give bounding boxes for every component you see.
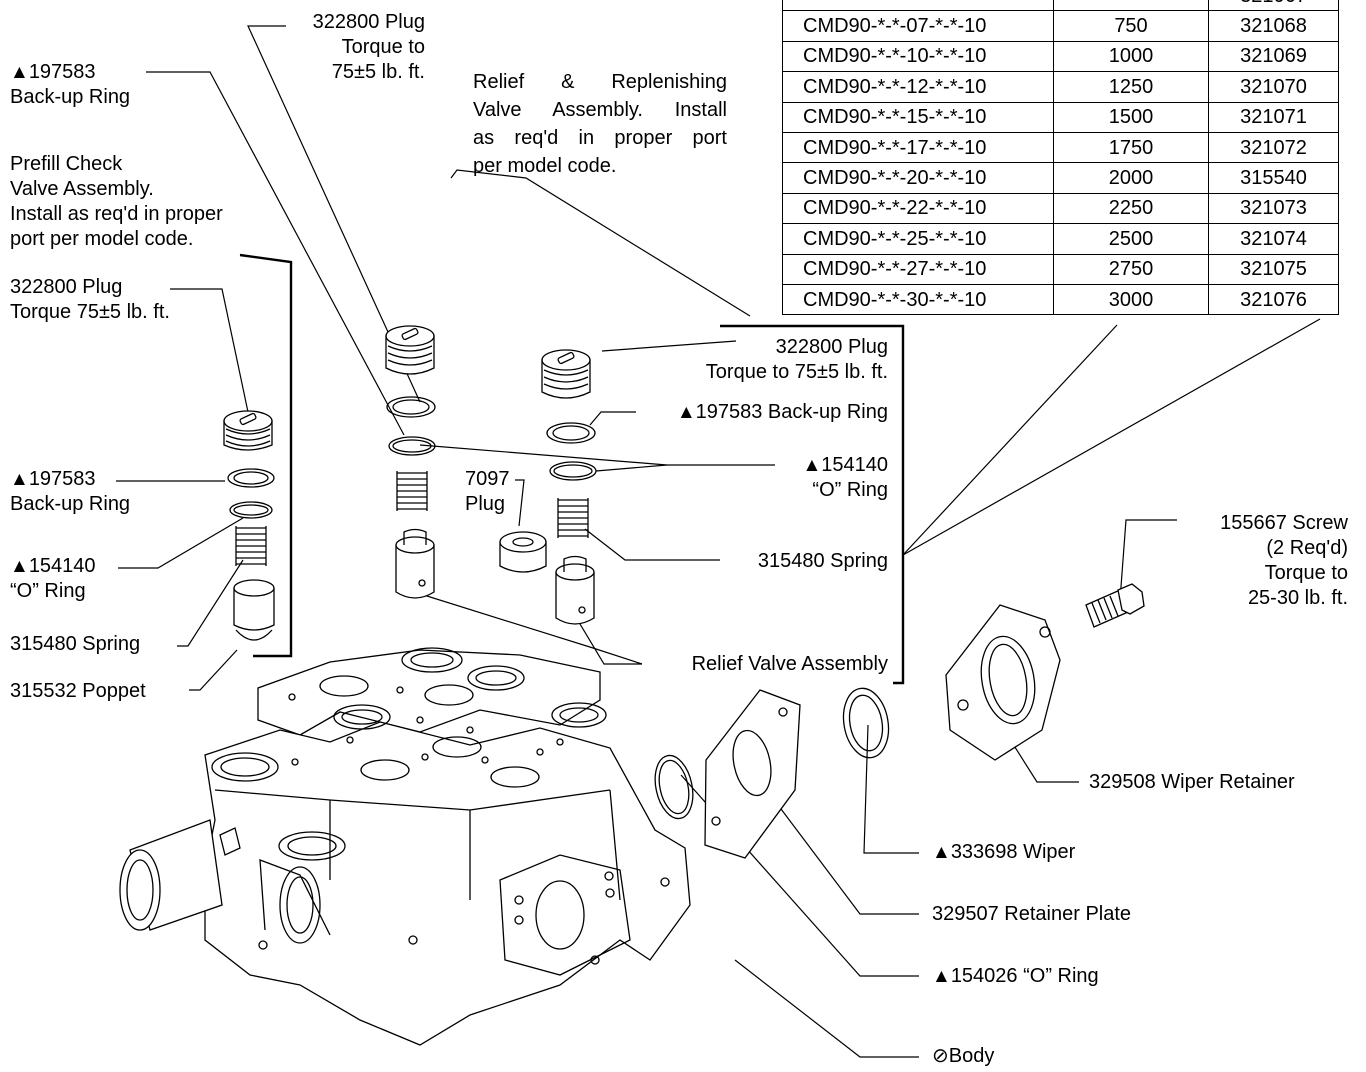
label-wiper-retainer: 329508 Wiper Retainer: [1089, 771, 1295, 793]
label-left-poppet: 315532 Poppet: [10, 680, 146, 702]
table-cell-part: 321074: [1208, 223, 1339, 255]
left-plug: [223, 410, 273, 451]
table-cell-model: CMD90-*-*-10-*-*-10: [782, 40, 1054, 73]
center-plug: [385, 325, 435, 375]
table-cell-pressure: 1250: [1053, 71, 1209, 103]
right-backup-ring: [546, 422, 596, 444]
label-right-spring: 315480 Spring: [757, 550, 888, 572]
label-body-o-ring: ▲154026 “O” Ring: [932, 965, 1099, 987]
valve-body: [119, 647, 691, 1046]
triangle-icon: ▲: [10, 62, 29, 83]
wiper: [842, 687, 890, 759]
table-cell-model: CMD90-*-*-15-*-*-10: [782, 101, 1054, 133]
label-right-o-ring: ▲154140 “O” Ring: [802, 454, 888, 501]
table-cell-part: 321067: [1208, 0, 1339, 12]
table-cell-model: CMD90-*-*-22-*-*-10: [782, 192, 1054, 225]
label-plug-7097: 7097 Plug: [465, 468, 510, 515]
table-cell-model: CMD90-*-*-17-*-*-10: [782, 131, 1054, 164]
label-body: ⊘Body: [932, 1045, 995, 1067]
right-plug: [541, 349, 591, 399]
table-cell-pressure: 2000: [1053, 162, 1209, 194]
left-spring: [235, 526, 267, 566]
label-relief-replenishing-valve: Relief & Replenishing Valve Assembly. In…: [473, 71, 727, 177]
triangle-icon: ▲: [932, 842, 951, 863]
label-right-plug: 322800 Plug Torque to 75±5 lb. ft.: [705, 336, 888, 383]
screw: [1085, 583, 1145, 628]
table-cell-pressure: 1000: [1053, 40, 1209, 73]
right-o-ring: [549, 461, 597, 481]
label-screw: 155667 Screw (2 Req'd) Torque to 25-30 l…: [1220, 512, 1348, 609]
left-poppet: [233, 579, 275, 641]
label-left-backup-ring: ▲197583 Back-up Ring: [10, 468, 131, 515]
table-cell-model: CMD90-*-*-12-*-*-10: [782, 71, 1054, 103]
body-o-ring: [654, 754, 694, 820]
triangle-icon: ▲: [676, 402, 696, 423]
table-cell-pressure: 2250: [1053, 192, 1209, 225]
center-backup-ring: [386, 396, 436, 418]
table-cell-pressure: 1500: [1053, 101, 1209, 133]
table-cell-model: CMD90-*-*-20-*-*-10: [782, 162, 1054, 194]
right-relief-valve: [555, 555, 595, 625]
triangle-icon: ▲: [802, 455, 822, 476]
label-right-backup-ring: ▲197583 Back-up Ring: [676, 401, 888, 423]
table-cell-part: 321075: [1208, 253, 1339, 285]
label-top-plug: 322800 Plug Torque to 75±5 lb. ft.: [312, 11, 425, 83]
triangle-icon: ▲: [10, 556, 29, 577]
table-cell-pressure: 1750: [1053, 131, 1209, 164]
triangle-icon: ▲: [932, 966, 951, 987]
table-cell-part: 315540: [1208, 162, 1339, 194]
table-cell-model: CMD90-*-*-25-*-*-10: [782, 223, 1054, 255]
label-backup-ring-top: ▲197583 Back-up Ring: [10, 61, 131, 108]
table-cell-pressure: 750: [1053, 10, 1209, 42]
label-left-o-ring: ▲154140 “O” Ring: [10, 555, 96, 602]
table-cell-part: 321073: [1208, 192, 1339, 225]
wiper-retainer: [945, 604, 1061, 761]
table-cell-pressure: 2500: [1053, 223, 1209, 255]
table-cell-part: 321072: [1208, 131, 1339, 164]
table-cell-part: 321068: [1208, 10, 1339, 42]
label-retainer-plate: 329507 Retainer Plate: [932, 903, 1132, 925]
table-cell-model: CMD90-*-*-07-*-*-10: [782, 10, 1054, 42]
left-o-ring: [229, 501, 273, 519]
table-cell-model: CMD90-*-*-30-*-*-10: [782, 283, 1054, 316]
center-relief-valve: [395, 528, 435, 599]
label-relief-valve-assembly: Relief Valve Assembly: [691, 653, 888, 675]
label-prefill-check-valve: Prefill Check Valve Assembly. Install as…: [10, 153, 223, 250]
table-cell-part: 321070: [1208, 71, 1339, 103]
center-spring: [396, 471, 428, 511]
left-backup-ring: [227, 468, 275, 488]
table-cell-part: 321076: [1208, 283, 1339, 316]
right-spring: [557, 498, 589, 538]
plug-7097: [499, 531, 547, 573]
slashed-circle-icon: ⊘: [932, 1045, 949, 1067]
table-cell-part: 321071: [1208, 101, 1339, 133]
table-cell-part: 321069: [1208, 40, 1339, 73]
table-cell-pressure: 3000: [1053, 283, 1209, 316]
label-left-plug: 322800 Plug Torque 75±5 lb. ft.: [10, 276, 170, 323]
table-row: 321067: [782, 0, 1339, 12]
center-o-ring: [388, 436, 436, 456]
triangle-icon: ▲: [10, 469, 29, 490]
label-left-spring: 315480 Spring: [10, 633, 141, 655]
label-wiper: ▲333698 Wiper: [932, 841, 1076, 863]
table-cell-model: CMD90-*-*-27-*-*-10: [782, 253, 1054, 285]
retainer-plate: [704, 689, 801, 859]
table-cell-pressure: 2750: [1053, 253, 1209, 285]
